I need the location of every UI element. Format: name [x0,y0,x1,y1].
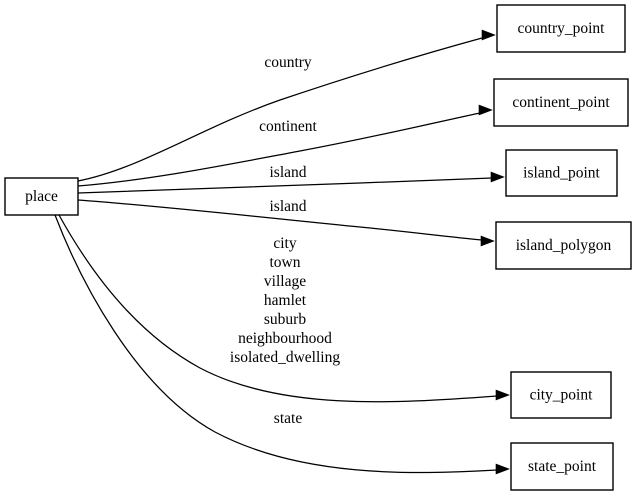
node-box-continent_point [493,78,629,127]
node-box-island_point [505,149,618,197]
edge-island-point[interactable] [77,171,505,194]
node-place[interactable]: place [4,177,79,216]
edge-city-label: city town village hamlet suburb neighbourhood… [230,235,340,366]
node-box-island_polygon [495,221,632,270]
node-label-island_point: island_point [523,165,600,182]
node-label-state_point: state_point [528,458,597,475]
edge-labels-layer: country continent island island city town vill… [230,54,340,427]
node-label-city_point: city_point [530,387,594,404]
edge-country-label-line: country [264,54,312,71]
edge-city-label-line: city [273,235,296,252]
edge-continent-label-line: continent [259,118,317,135]
edge-city-label-line: village [264,273,306,290]
edge-city-label-line: hamlet [264,292,307,309]
node-island_polygon[interactable]: island_polygon [495,221,632,270]
edge-country-arrowhead-icon [481,29,496,41]
edge-island-polygon-path [77,199,483,241]
edge-state-label: state [274,410,303,427]
edge-island-point-path [77,177,493,194]
edge-state[interactable] [54,214,510,475]
edge-city-label-line: suburb [264,311,306,328]
edge-country-label: country [264,54,312,71]
edge-city[interactable] [58,214,510,403]
nodes-layer: place country_point continent_point island_… [4,4,632,491]
node-box-state_point [510,442,614,491]
edge-city-path [58,214,498,403]
node-state_point[interactable]: state_point [510,442,614,491]
edge-continent-path [77,112,481,187]
edge-city-label-line: town [270,254,301,271]
edge-island-polygon-arrowhead-icon [480,235,495,247]
node-label-country_point: country_point [518,20,606,37]
edge-island-polygon-label-line: island [269,198,306,215]
node-city_point[interactable]: city_point [510,371,612,419]
edge-state-arrowhead-icon [495,463,510,475]
edge-city-label-line: neighbourhood [238,330,332,347]
edge-island-point-label: island [269,164,306,181]
edge-continent[interactable] [77,104,493,187]
edge-state-label-line: state [274,410,303,427]
edge-island-polygon-label: island [269,198,306,215]
edge-state-path [54,214,498,474]
edge-continent-arrowhead-icon [478,104,493,116]
edge-city-label-line: isolated_dwelling [230,349,340,366]
node-box-city_point [510,371,612,419]
edge-island-point-label-line: island [269,164,306,181]
edge-city-arrowhead-icon [495,389,510,401]
edge-country-path [77,37,483,182]
node-continent_point[interactable]: continent_point [493,78,629,127]
node-label-continent_point: continent_point [512,94,610,111]
node-island_point[interactable]: island_point [505,149,618,197]
edge-continent-label: continent [259,118,317,135]
node-box-country_point [496,4,626,53]
node-label-island_polygon: island_polygon [516,237,612,254]
node-country_point[interactable]: country_point [496,4,626,53]
node-box-place [4,177,79,216]
edge-island-point-arrowhead-icon [490,171,505,183]
node-label-place: place [25,188,58,205]
edges-layer [54,29,510,475]
edge-island-polygon[interactable] [77,199,495,247]
edge-country[interactable] [77,29,496,182]
